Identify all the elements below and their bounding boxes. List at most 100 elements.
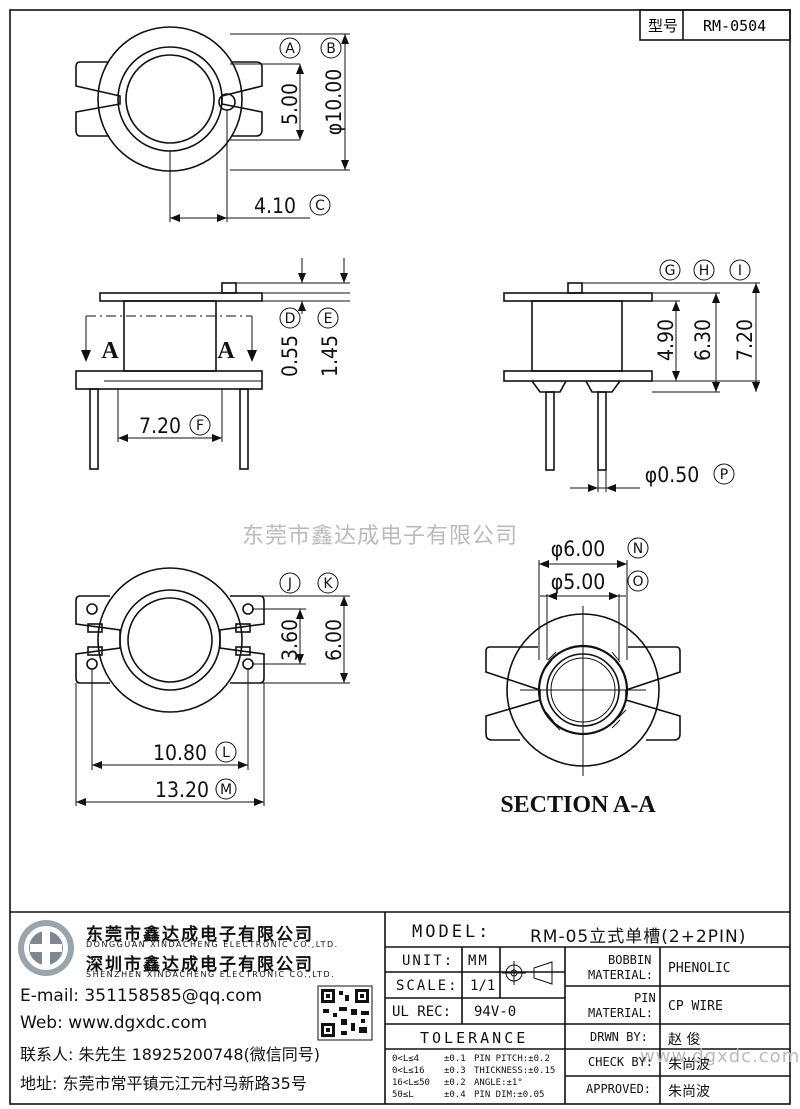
scale-label: SCALE: bbox=[396, 978, 459, 994]
dim-I-letter: I bbox=[738, 263, 742, 279]
tol-item: THICKNESS:±0.15 bbox=[474, 1066, 556, 1076]
unit-value: MM bbox=[468, 953, 489, 969]
dim-A-value: 5.00 bbox=[278, 83, 302, 125]
dim-E-value: 1.45 bbox=[318, 335, 342, 377]
dim-C: 4.10 C bbox=[254, 194, 331, 218]
bobbin-label-1: BOBBIN bbox=[608, 953, 652, 967]
dim-N-value: φ6.00 bbox=[551, 537, 606, 561]
pin-value: CP WIRE bbox=[668, 999, 723, 1014]
section-mark-left: A bbox=[101, 338, 119, 364]
dim-D-value: 0.55 bbox=[278, 335, 302, 377]
dim-C-letter: C bbox=[315, 198, 325, 214]
projection-symbol-icon bbox=[502, 961, 553, 985]
dim-M-letter: M bbox=[220, 782, 232, 798]
company-name-sz-en: SHENZHEN XINDACHENG ELECTRONIC CO.,LTD. bbox=[86, 970, 336, 979]
model-value: RM-05立式单槽(2+2PIN) bbox=[530, 927, 747, 947]
dim-B-value: φ10.00 bbox=[322, 69, 346, 136]
dim-H-letter: H bbox=[699, 263, 710, 279]
dim-O-letter: O bbox=[632, 574, 643, 590]
company-name-sz: 深圳市鑫达成电子有限公司 bbox=[86, 955, 314, 975]
dim-P: φ0.50 P bbox=[645, 463, 735, 487]
tol-item: PIN DIM:±0.05 bbox=[474, 1090, 545, 1100]
ulrec-label: UL REC: bbox=[392, 1004, 452, 1020]
pin-label-2: MATERIAL: bbox=[588, 1006, 654, 1020]
drawn-by-value: 赵 俊 bbox=[668, 1032, 701, 1048]
dim-J-letter: J bbox=[287, 576, 292, 592]
watermark-corner: www.dgxdc.com bbox=[640, 1046, 800, 1067]
dim-N: φ6.00 N bbox=[551, 537, 649, 561]
section-view bbox=[485, 560, 681, 776]
outer-frame bbox=[9, 9, 791, 1105]
dim-F-letter: F bbox=[196, 418, 204, 434]
company-email: E-mail: 351158585@qq.com bbox=[20, 986, 263, 1006]
dim-O: φ5.00 O bbox=[551, 570, 649, 594]
dim-F-value: 7.20 bbox=[139, 414, 181, 438]
dim-P-value: φ0.50 bbox=[645, 463, 700, 487]
dim-L: 10.80 L bbox=[153, 741, 237, 765]
dim-I-value: 7.20 bbox=[733, 319, 757, 361]
bobbin-value: PHENOLIC bbox=[668, 961, 731, 976]
scale-value: 1/1 bbox=[470, 978, 496, 994]
dim-B-letter: B bbox=[326, 41, 336, 57]
dim-B: B φ10.00 bbox=[320, 37, 346, 136]
dim-A: A 5.00 bbox=[278, 37, 302, 125]
front-view bbox=[75, 258, 350, 470]
company-web: Web: www.dgxdc.com bbox=[20, 1013, 208, 1033]
dim-A-letter: A bbox=[285, 41, 295, 57]
model-box bbox=[639, 9, 791, 41]
section-mark-right: A bbox=[217, 338, 235, 364]
tol-value: ±0.1 bbox=[444, 1054, 466, 1064]
type-label: 型号 bbox=[648, 17, 678, 35]
company-address: 地址: 东莞市常平镇元江元村马新路35号 bbox=[20, 1074, 307, 1093]
bottom-view bbox=[75, 567, 350, 806]
ulrec-value: 94V-0 bbox=[474, 1004, 517, 1020]
model-label: MODEL: bbox=[412, 922, 492, 942]
unit-label: UNIT: bbox=[402, 953, 455, 969]
tol-range: 0<L≤4 bbox=[392, 1054, 420, 1064]
tol-value: ±0.4 bbox=[444, 1090, 466, 1100]
check-by-label: CHECK BY: bbox=[588, 1055, 654, 1069]
pin-label-1: PIN bbox=[634, 991, 656, 1005]
dim-C-value: 4.10 bbox=[254, 194, 296, 218]
dim-H-value: 6.30 bbox=[691, 319, 715, 361]
bobbin-label-2: MATERIAL: bbox=[588, 968, 654, 982]
dim-J-value: 3.60 bbox=[278, 619, 302, 661]
dim-K: K 6.00 bbox=[317, 572, 346, 661]
dim-O-value: φ5.00 bbox=[551, 570, 606, 594]
dim-N-letter: N bbox=[633, 541, 643, 557]
dim-F: 7.20 F bbox=[139, 414, 211, 438]
watermark-center: 东莞市鑫达成电子有限公司 bbox=[242, 524, 519, 549]
dim-D-letter: D bbox=[285, 311, 296, 327]
check-by-value: 朱尚波 bbox=[668, 1057, 710, 1073]
dim-K-letter: K bbox=[323, 576, 333, 592]
tol-value: ±0.3 bbox=[444, 1066, 466, 1076]
dim-I: I 7.20 bbox=[729, 259, 757, 361]
dim-L-value: 10.80 bbox=[153, 741, 207, 765]
dim-M-value: 13.20 bbox=[155, 778, 209, 802]
dim-K-value: 6.00 bbox=[322, 619, 346, 661]
dim-E-letter: E bbox=[324, 311, 333, 327]
tol-item: PIN PITCH:±0.2 bbox=[474, 1054, 550, 1064]
dim-G: G 4.90 bbox=[654, 259, 681, 361]
company-contact: 联系人: 朱先生 18925200748(微信同号) bbox=[20, 1045, 321, 1064]
qr-code bbox=[317, 985, 373, 1041]
dim-J: J 3.60 bbox=[278, 572, 302, 661]
company-logo bbox=[18, 920, 74, 976]
tolerance-label: TOLERANCE bbox=[420, 1029, 529, 1047]
tol-range: 0<L≤16 bbox=[392, 1066, 425, 1076]
dim-M: 13.20 M bbox=[155, 778, 237, 802]
tol-range: 16<L≤50 bbox=[392, 1078, 430, 1088]
company-name-dg: 东莞市鑫达成电子有限公司 bbox=[86, 925, 314, 945]
section-title: SECTION A-A bbox=[500, 792, 656, 818]
approved-value: 朱尚波 bbox=[668, 1084, 710, 1100]
tol-range: 50≤L bbox=[392, 1090, 414, 1100]
dim-E: E 1.45 bbox=[317, 307, 342, 377]
tol-value: ±0.2 bbox=[444, 1078, 466, 1088]
dim-H: H 6.30 bbox=[691, 259, 715, 361]
dim-G-letter: G bbox=[665, 263, 676, 279]
side-view bbox=[503, 282, 760, 492]
dim-G-value: 4.90 bbox=[654, 319, 678, 361]
top-view bbox=[75, 26, 350, 222]
